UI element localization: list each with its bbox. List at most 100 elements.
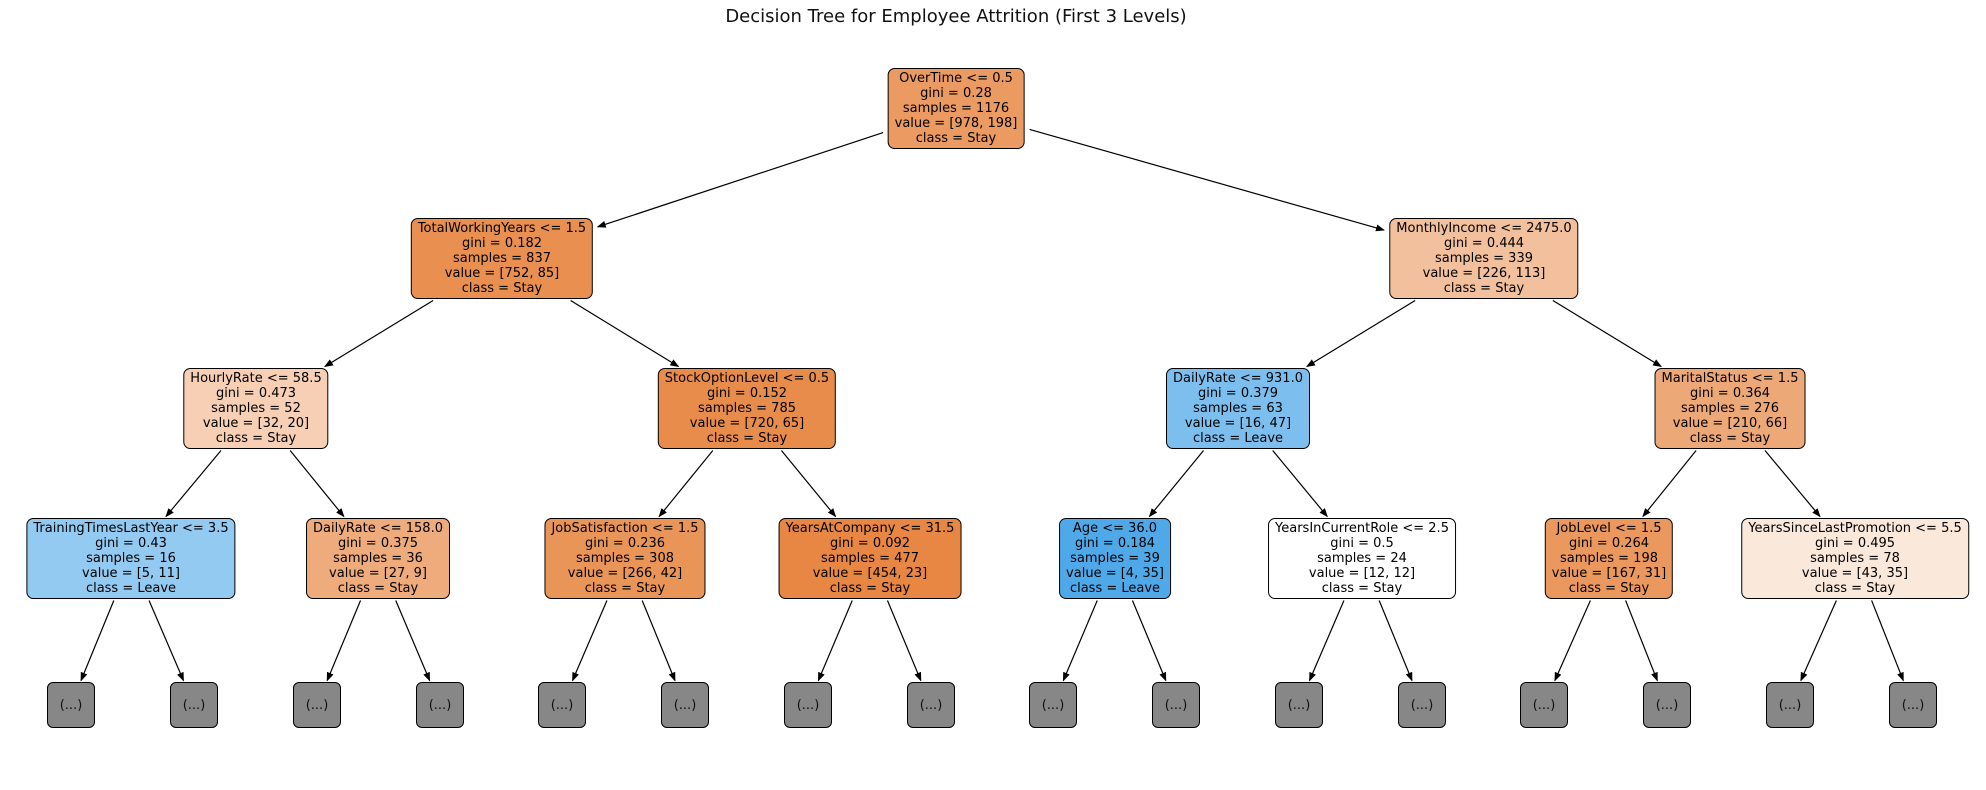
tree-leaf-collapsed: (...) <box>1398 682 1446 728</box>
node-samples: samples = 308 <box>575 551 674 566</box>
node-value: value = [167, 31] <box>1551 566 1667 581</box>
tree-node-age: Age <= 36.0 gini = 0.184 samples = 39 va… <box>1059 518 1171 599</box>
node-gini: gini = 0.152 <box>706 386 788 401</box>
node-gini: gini = 0.495 <box>1814 536 1896 551</box>
node-split-condition: JobSatisfaction <= 1.5 <box>551 521 699 536</box>
node-split-condition: StockOptionLevel <= 0.5 <box>664 371 830 386</box>
chart-title: Decision Tree for Employee Attrition (Fi… <box>725 6 1187 27</box>
tree-leaf-collapsed: (...) <box>784 682 832 728</box>
tree-leaf-collapsed: (...) <box>293 682 341 728</box>
node-split-condition: DailyRate <= 158.0 <box>313 521 443 536</box>
node-value: value = [4, 35] <box>1066 566 1164 581</box>
tree-node-stockoptionlevel: StockOptionLevel <= 0.5 gini = 0.152 sam… <box>657 368 837 449</box>
node-samples: samples = 198 <box>1559 551 1658 566</box>
node-class: class = Stay <box>337 581 419 596</box>
leaf-ellipsis-label: (...) <box>428 697 452 713</box>
node-class: class = Stay <box>1814 581 1896 596</box>
node-value: value = [752, 85] <box>444 266 560 281</box>
node-split-condition: DailyRate <= 931.0 <box>1173 371 1303 386</box>
node-gini: gini = 0.236 <box>584 536 666 551</box>
node-split-condition: JobLevel <= 1.5 <box>1556 521 1662 536</box>
node-value: value = [210, 66] <box>1672 416 1788 431</box>
node-gini: gini = 0.184 <box>1074 536 1156 551</box>
node-value: value = [5, 11] <box>82 566 180 581</box>
node-class: class = Stay <box>706 431 788 446</box>
node-value: value = [27, 9] <box>329 566 427 581</box>
leaf-ellipsis-label: (...) <box>1532 697 1556 713</box>
tree-leaf-collapsed: (...) <box>538 682 586 728</box>
node-samples: samples = 1176 <box>902 101 1010 116</box>
node-split-condition: Age <= 36.0 <box>1072 521 1158 536</box>
node-samples: samples = 52 <box>211 401 301 416</box>
node-class: class = Stay <box>584 581 666 596</box>
tree-node-yearsatcompany: YearsAtCompany <= 31.5 gini = 0.092 samp… <box>778 518 962 599</box>
tree-node-dailyrate-158: DailyRate <= 158.0 gini = 0.375 samples … <box>306 518 450 599</box>
tree-node-yearsincurrentrole: YearsInCurrentRole <= 2.5 gini = 0.5 sam… <box>1268 518 1456 599</box>
tree-node-hourlyrate: HourlyRate <= 58.5 gini = 0.473 samples … <box>183 368 329 449</box>
node-samples: samples = 16 <box>86 551 176 566</box>
node-samples: samples = 39 <box>1070 551 1160 566</box>
tree-node-trainingtimeslastyear: TrainingTimesLastYear <= 3.5 gini = 0.43… <box>26 518 236 599</box>
node-gini: gini = 0.28 <box>920 86 992 101</box>
node-value: value = [266, 42] <box>567 566 683 581</box>
tree-leaf-collapsed: (...) <box>1029 682 1077 728</box>
tree-node-yearssincelastpromotion: YearsSinceLastPromotion <= 5.5 gini = 0.… <box>1741 518 1969 599</box>
node-split-condition: OverTime <= 0.5 <box>899 71 1013 86</box>
tree-node-monthlyincome: MonthlyIncome <= 2475.0 gini = 0.444 sam… <box>1389 218 1579 299</box>
node-value: value = [16, 47] <box>1184 416 1292 431</box>
tree-leaf-collapsed: (...) <box>907 682 955 728</box>
node-class: class = Leave <box>85 581 177 596</box>
leaf-ellipsis-label: (...) <box>182 697 206 713</box>
node-gini: gini = 0.43 <box>95 536 167 551</box>
node-samples: samples = 24 <box>1317 551 1407 566</box>
node-value: value = [12, 12] <box>1308 566 1416 581</box>
tree-node-jobsatisfaction: JobSatisfaction <= 1.5 gini = 0.236 samp… <box>544 518 706 599</box>
node-gini: gini = 0.092 <box>829 536 911 551</box>
node-split-condition: YearsAtCompany <= 31.5 <box>785 521 955 536</box>
tree-leaf-collapsed: (...) <box>1152 682 1200 728</box>
node-split-condition: TrainingTimesLastYear <= 3.5 <box>33 521 229 536</box>
node-class: class = Stay <box>915 131 997 146</box>
leaf-ellipsis-label: (...) <box>1287 697 1311 713</box>
leaf-ellipsis-label: (...) <box>1655 697 1679 713</box>
node-samples: samples = 276 <box>1680 401 1779 416</box>
tree-leaf-collapsed: (...) <box>1275 682 1323 728</box>
node-value: value = [454, 23] <box>812 566 928 581</box>
node-gini: gini = 0.264 <box>1568 536 1650 551</box>
node-value: value = [43, 35] <box>1801 566 1909 581</box>
node-split-condition: TotalWorkingYears <= 1.5 <box>417 221 587 236</box>
node-samples: samples = 63 <box>1193 401 1283 416</box>
leaf-ellipsis-label: (...) <box>550 697 574 713</box>
tree-leaf-collapsed: (...) <box>170 682 218 728</box>
node-class: class = Stay <box>1689 431 1771 446</box>
leaf-ellipsis-label: (...) <box>1164 697 1188 713</box>
node-gini: gini = 0.375 <box>337 536 419 551</box>
node-gini: gini = 0.473 <box>215 386 297 401</box>
node-class: class = Stay <box>1443 281 1525 296</box>
leaf-ellipsis-label: (...) <box>796 697 820 713</box>
tree-node-overtime: OverTime <= 0.5 gini = 0.28 samples = 11… <box>887 68 1025 149</box>
leaf-ellipsis-label: (...) <box>673 697 697 713</box>
node-value: value = [978, 198] <box>894 116 1018 131</box>
node-samples: samples = 36 <box>333 551 423 566</box>
node-class: class = Leave <box>1069 581 1161 596</box>
tree-leaf-collapsed: (...) <box>47 682 95 728</box>
node-gini: gini = 0.364 <box>1689 386 1771 401</box>
leaf-ellipsis-label: (...) <box>1778 697 1802 713</box>
node-samples: samples = 837 <box>452 251 551 266</box>
node-class: class = Stay <box>829 581 911 596</box>
node-split-condition: YearsSinceLastPromotion <= 5.5 <box>1748 521 1962 536</box>
node-value: value = [720, 65] <box>689 416 805 431</box>
node-class: class = Leave <box>1192 431 1284 446</box>
node-gini: gini = 0.379 <box>1197 386 1279 401</box>
tree-leaf-collapsed: (...) <box>416 682 464 728</box>
node-class: class = Stay <box>1321 581 1403 596</box>
tree-leaf-collapsed: (...) <box>1520 682 1568 728</box>
tree-node-totalworkingyears: TotalWorkingYears <= 1.5 gini = 0.182 sa… <box>410 218 594 299</box>
leaf-ellipsis-label: (...) <box>1410 697 1434 713</box>
tree-leaf-collapsed: (...) <box>1889 682 1937 728</box>
node-gini: gini = 0.5 <box>1330 536 1394 551</box>
tree-leaf-collapsed: (...) <box>661 682 709 728</box>
leaf-ellipsis-label: (...) <box>59 697 83 713</box>
node-samples: samples = 78 <box>1810 551 1900 566</box>
